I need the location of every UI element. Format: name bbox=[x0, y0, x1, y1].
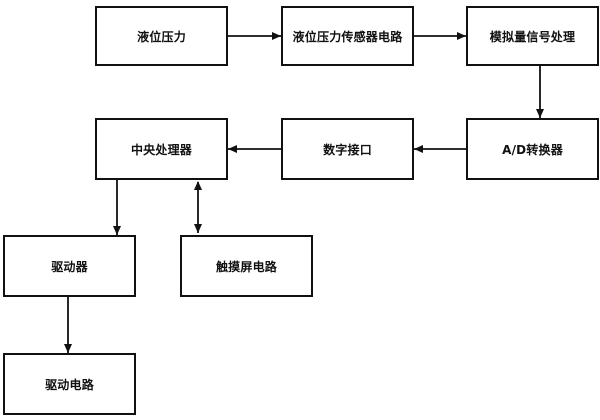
drive-circuit-block: 驱动电路 bbox=[3, 353, 136, 415]
cpu-block: 中央处理器 bbox=[95, 118, 228, 180]
touchscreen-circuit-block: 触摸屏电路 bbox=[180, 235, 313, 297]
driver-block: 驱动器 bbox=[3, 235, 136, 297]
sensor-circuit-block: 液位压力传感器电路 bbox=[281, 6, 414, 66]
digital-interface-block: 数字接口 bbox=[281, 118, 414, 180]
analog-signal-processing-block: 模拟量信号处理 bbox=[466, 6, 599, 66]
liquid-pressure-block: 液位压力 bbox=[95, 6, 228, 66]
ad-converter-block: A/D转换器 bbox=[466, 118, 599, 180]
